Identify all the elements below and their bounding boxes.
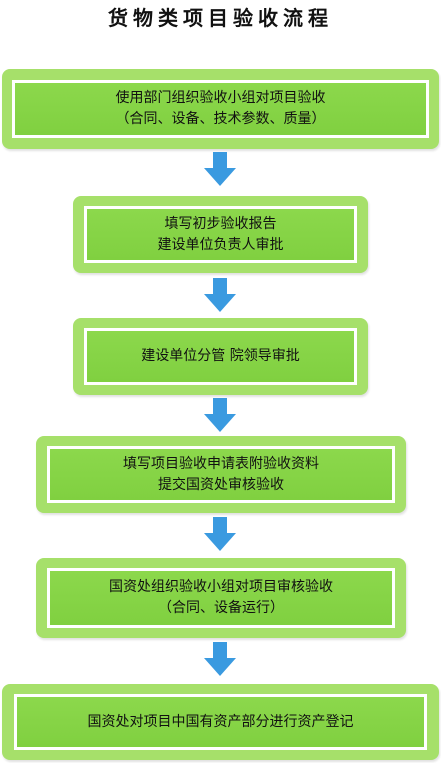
step-4-line-2: 提交国资处审核验收	[158, 476, 284, 493]
step-1-box: 使用部门组织验收小组对项目验收 （合同、设备、技术参数、质量）	[2, 69, 439, 149]
step-5-line-1: 国资处组织验收小组对项目审核验收	[109, 579, 333, 595]
arrow-down-icon	[204, 642, 236, 676]
step-4-box: 填写项目验收申请表附验收资料 提交国资处审核验收	[36, 436, 406, 513]
step-4-line-1: 填写项目验收申请表附验收资料	[123, 455, 319, 472]
arrow-down-icon	[204, 517, 236, 551]
step-5-inner: 国资处组织验收小组对项目审核验收 （合同、设备运行）	[47, 568, 395, 628]
step-4-inner: 填写项目验收申请表附验收资料 提交国资处审核验收	[47, 446, 395, 503]
step-5-line-2: （合同、设备运行）	[158, 600, 284, 616]
step-2-line-1: 填写初步验收报告	[164, 215, 277, 232]
step-5-box: 国资处组织验收小组对项目审核验收 （合同、设备运行）	[36, 558, 406, 638]
arrow-down-icon	[204, 152, 236, 186]
page-title: 货物类项目验收流程	[108, 6, 333, 30]
step-3-line-1: 建设单位分管 院领导审批	[141, 348, 300, 364]
step-6-line-1: 国资处对项目中国有资产部分进行资产登记	[87, 713, 354, 730]
step-1-inner: 使用部门组织验收小组对项目验收 （合同、设备、技术参数、质量）	[12, 80, 429, 138]
arrow-down-icon	[204, 398, 236, 432]
step-3-inner: 建设单位分管 院领导审批	[84, 328, 357, 385]
step-2-box: 填写初步验收报告 建设单位负责人审批	[73, 196, 368, 273]
step-3-box: 建设单位分管 院领导审批	[73, 318, 368, 395]
step-2-inner: 填写初步验收报告 建设单位负责人审批	[84, 206, 357, 263]
step-1-line-1: 使用部门组织验收小组对项目验收	[115, 90, 326, 106]
arrow-down-icon	[204, 278, 236, 312]
step-6-box: 国资处对项目中国有资产部分进行资产登记	[2, 684, 439, 760]
step-6-inner: 国资处对项目中国有资产部分进行资产登记	[14, 694, 427, 750]
step-2-line-2: 建设单位负责人审批	[157, 236, 284, 253]
step-1-line-2: （合同、设备、技术参数、质量）	[115, 111, 326, 127]
